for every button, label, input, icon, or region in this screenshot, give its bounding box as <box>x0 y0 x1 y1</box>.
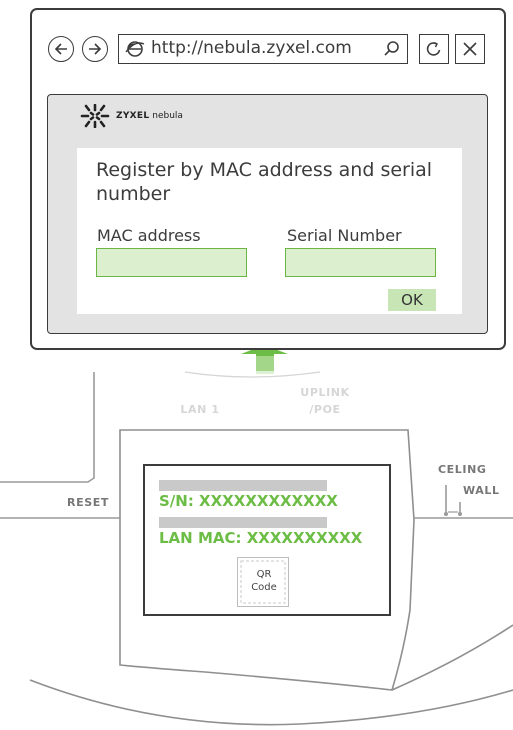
serial-number-label: Serial Number <box>287 226 402 245</box>
url-text[interactable]: http://nebula.zyxel.com <box>151 38 352 58</box>
ok-button[interactable]: OK <box>388 289 436 311</box>
qr-text-line2: Code <box>251 582 277 593</box>
wall-label: WALL <box>463 484 500 497</box>
close-button[interactable] <box>455 34 485 64</box>
uplink-label: UPLINK <box>300 386 350 399</box>
refresh-button[interactable] <box>419 34 449 64</box>
label-bar-top <box>159 480 327 491</box>
serial-number-field[interactable] <box>285 248 436 277</box>
mac-address-field[interactable] <box>96 248 247 277</box>
reset-label: RESET <box>67 496 109 509</box>
refresh-icon <box>426 42 441 56</box>
browser-logo-icon <box>125 41 145 57</box>
brand-name: ZYXEL nebula <box>116 111 183 121</box>
close-icon <box>463 42 477 56</box>
registration-card <box>77 148 462 314</box>
arrow-left-icon <box>54 43 67 55</box>
qr-frame-icon <box>240 560 286 604</box>
forward-button[interactable] <box>82 36 108 62</box>
arrow-right-icon <box>89 43 102 55</box>
serial-number-text: S/N: XXXXXXXXXXXX <box>159 492 338 510</box>
mac-address-label: MAC address <box>97 226 201 245</box>
lan-port-label: LAN 1 <box>180 403 220 416</box>
search-icon[interactable] <box>383 40 401 58</box>
back-button[interactable] <box>48 36 74 62</box>
registration-title: Register by MAC address and serial numbe… <box>96 159 433 205</box>
lan-mac-text: LAN MAC: XXXXXXXXXX <box>159 529 363 547</box>
qr-text-line1: QR <box>256 569 272 580</box>
label-bar-middle <box>159 517 327 528</box>
nebula-logo-icon <box>80 103 110 129</box>
ceiling-label: CELING <box>438 463 487 476</box>
address-bar[interactable]: http://nebula.zyxel.com <box>118 34 408 64</box>
poe-label: /POE <box>309 403 341 416</box>
zyxel-nebula-logo: ZYXEL nebula <box>80 103 183 129</box>
qr-code: QR Code <box>237 557 289 607</box>
